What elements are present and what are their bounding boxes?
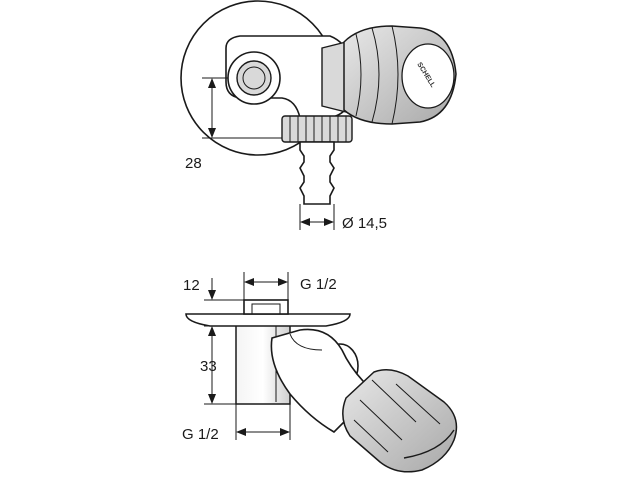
dim-diameter-arrow-right (324, 218, 334, 226)
dim-thread-bottom-label: G 1/2 (182, 426, 219, 443)
dim-thread-bottom-arrow-left (236, 428, 246, 436)
top-thread-inner (251, 303, 281, 315)
dim-12-arrow (208, 290, 216, 300)
handwheel-side-rib-1 (371, 379, 417, 423)
handwheel-side-rib-3 (353, 419, 389, 453)
handwheel-rib-1 (355, 33, 362, 117)
dim-thread-top-label: G 1/2 (300, 276, 337, 293)
union-nut-knurl (289, 116, 347, 142)
top-thread-nipple (243, 299, 289, 315)
handwheel-side-cap (403, 429, 455, 459)
handwheel-side (342, 369, 458, 473)
side-view: 12 G 1/2 33 G 1/2 (182, 272, 458, 473)
dim-28-label: 28 (185, 155, 202, 172)
dim-33-arrow-bottom (208, 394, 216, 404)
outlet-port-bore (242, 66, 266, 90)
handwheel-rib-2 (371, 27, 380, 123)
dim-thread-top-arrow-left (244, 278, 254, 286)
handwheel-side-rib-2 (359, 399, 403, 441)
spindle-collar (321, 41, 347, 113)
dim-33-arrow-top (208, 326, 216, 336)
handwheel-rib-3 (391, 25, 399, 125)
wall-flange (185, 313, 351, 327)
dim-33-label: 33 (200, 358, 217, 375)
outlet-port-inner (236, 60, 272, 96)
angle-valve-body-edge (289, 333, 323, 351)
handwheel-side-shape (342, 369, 458, 473)
dim-thread-top-arrow-right (278, 278, 288, 286)
dim-28-arrow-bottom (208, 128, 216, 138)
hose-tail (299, 141, 335, 205)
dim-28-arrow-top (208, 78, 216, 88)
handwheel-cap (401, 43, 455, 109)
dim-thread-bottom-arrow-right (280, 428, 290, 436)
dim-12-label: 12 (183, 277, 200, 294)
handwheel-side-rib-4 (395, 383, 441, 425)
dim-diameter-label: Ø 14,5 (342, 215, 387, 232)
union-nut (281, 115, 353, 143)
top-view: SCHELL 28 Ø 14,5 (180, 0, 457, 232)
dim-diameter-arrow-left (300, 218, 310, 226)
